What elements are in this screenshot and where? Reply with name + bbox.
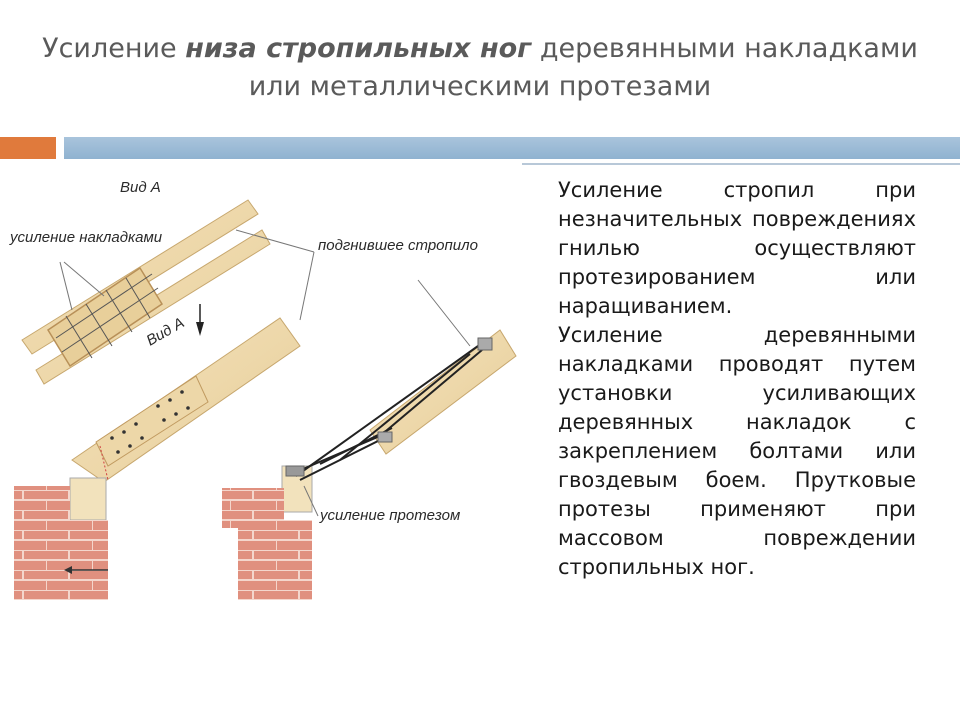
blue-accent-bar [64,137,960,159]
overlay-plate [46,266,164,368]
label-reinforce-plates: усиление накладками [9,229,163,246]
divider-line [522,163,960,165]
slide-title: Усиление низа стропильных ног деревянным… [40,30,920,106]
bolt-lines [55,273,159,359]
label-view-a-top: Вид А [120,179,161,196]
rafter-right [369,329,517,455]
paragraph-2: Усиление деревянными накладками проводят… [558,323,916,579]
title-emphasis: низа стропильных ног [185,33,532,64]
metal-rods [295,345,483,481]
label-rotten-rafter: подгнившее стропило [318,237,478,254]
prosthesis-assembly [281,329,517,513]
view-a-detail [21,199,271,385]
right-wall [222,488,312,600]
arrow-view-a [196,322,204,336]
rafter-plate [95,375,209,467]
title-part2: деревянными накладками или металлическим… [248,33,918,102]
label-reinforce-prosthesis: усиление протезом [319,507,460,524]
main-rafter [71,304,301,483]
leader-lines [235,229,471,517]
paragraph-1: Усиление стропил при незначительных повр… [558,178,916,318]
orange-accent-bar [0,137,56,159]
label-view-a-arrow: Вид А [144,314,188,349]
nail-dots [110,390,190,454]
rafter-diagram: Вид А усиление накладками подгнившее стр… [9,179,517,600]
title-part1: Усиление [42,33,186,64]
left-wall [14,477,108,600]
body-text: Усиление стропил при незначительных повр… [558,176,916,582]
